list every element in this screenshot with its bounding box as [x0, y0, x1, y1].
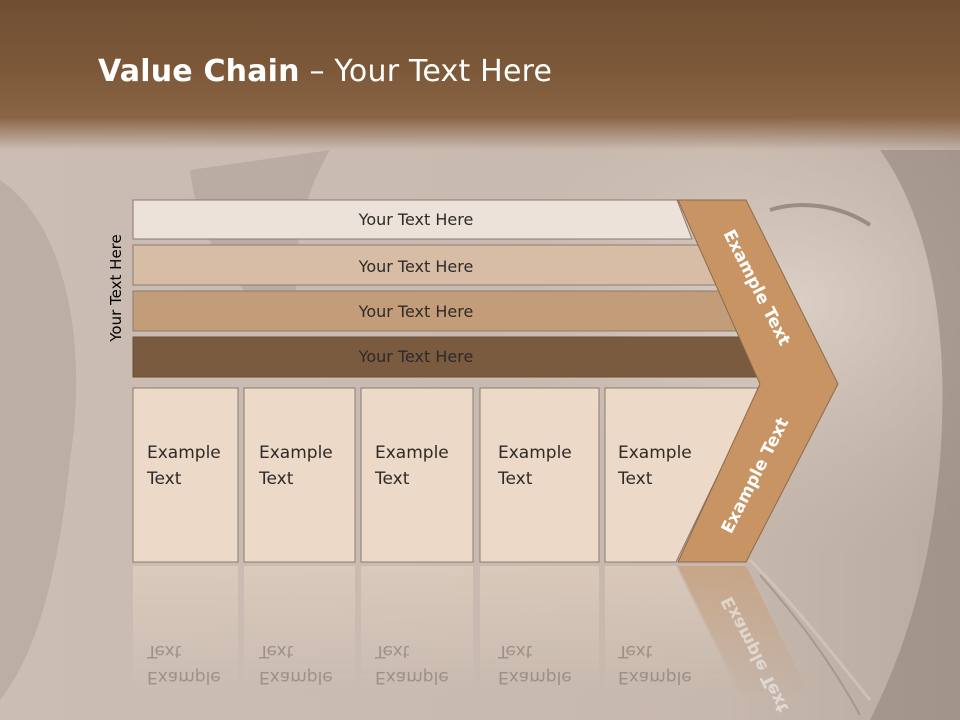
reflection-box-3 [361, 566, 473, 696]
reflection-text-1b: Text [146, 641, 182, 661]
reflection-text-5b: Text [617, 641, 653, 661]
activity-box-2-line2: Text [258, 469, 294, 489]
activity-box-3 [360, 387, 474, 563]
activity-box-1-line1: Example [147, 443, 221, 463]
reflection-box-5 [605, 566, 740, 696]
activity-box-3-line1: Example [375, 443, 449, 463]
header-band [0, 0, 960, 150]
activity-box-5 [604, 387, 761, 563]
reflection-text-2b: Text [258, 641, 294, 661]
title-bold: Value Chain [98, 54, 300, 89]
activity-box-2 [243, 387, 356, 563]
reflection-text-5a: Example [618, 667, 692, 687]
slide-title: Value Chain – Your Text Here [98, 54, 552, 89]
activity-box-3-line2: Text [374, 469, 410, 489]
activity-box-5-line2: Text [617, 469, 653, 489]
reflection-text-1a: Example [147, 667, 221, 687]
activity-box-4-line1: Example [498, 443, 572, 463]
row-bar-1 [132, 199, 693, 240]
reflection: Example Text Example Text Example Text E… [133, 566, 810, 715]
activity-box-4 [479, 387, 600, 563]
reflection-box-2 [244, 566, 355, 696]
row-label-1: Your Text Here [358, 210, 474, 229]
activity-box-4-line2: Text [497, 469, 533, 489]
reflection-text-4b: Text [497, 641, 533, 661]
activity-box-2-line1: Example [259, 443, 333, 463]
reflection-text-4a: Example [498, 667, 572, 687]
row-label-3: Your Text Here [358, 302, 474, 321]
margin-chevron [677, 199, 839, 563]
activity-box-1 [132, 387, 239, 563]
reflection-text-3b: Text [374, 641, 410, 661]
reflection-box-1 [133, 566, 238, 696]
activity-box-5-line1: Example [618, 443, 692, 463]
activity-box-1-line2: Text [146, 469, 182, 489]
reflection-text-3a: Example [375, 667, 449, 687]
reflection-box-4 [480, 566, 599, 696]
reflection-chevron [678, 566, 810, 696]
reflection-text-2a: Example [259, 667, 333, 687]
row-label-4: Your Text Here [358, 347, 474, 366]
row-label-2: Your Text Here [358, 257, 474, 276]
title-rest: – Your Text Here [299, 54, 553, 89]
